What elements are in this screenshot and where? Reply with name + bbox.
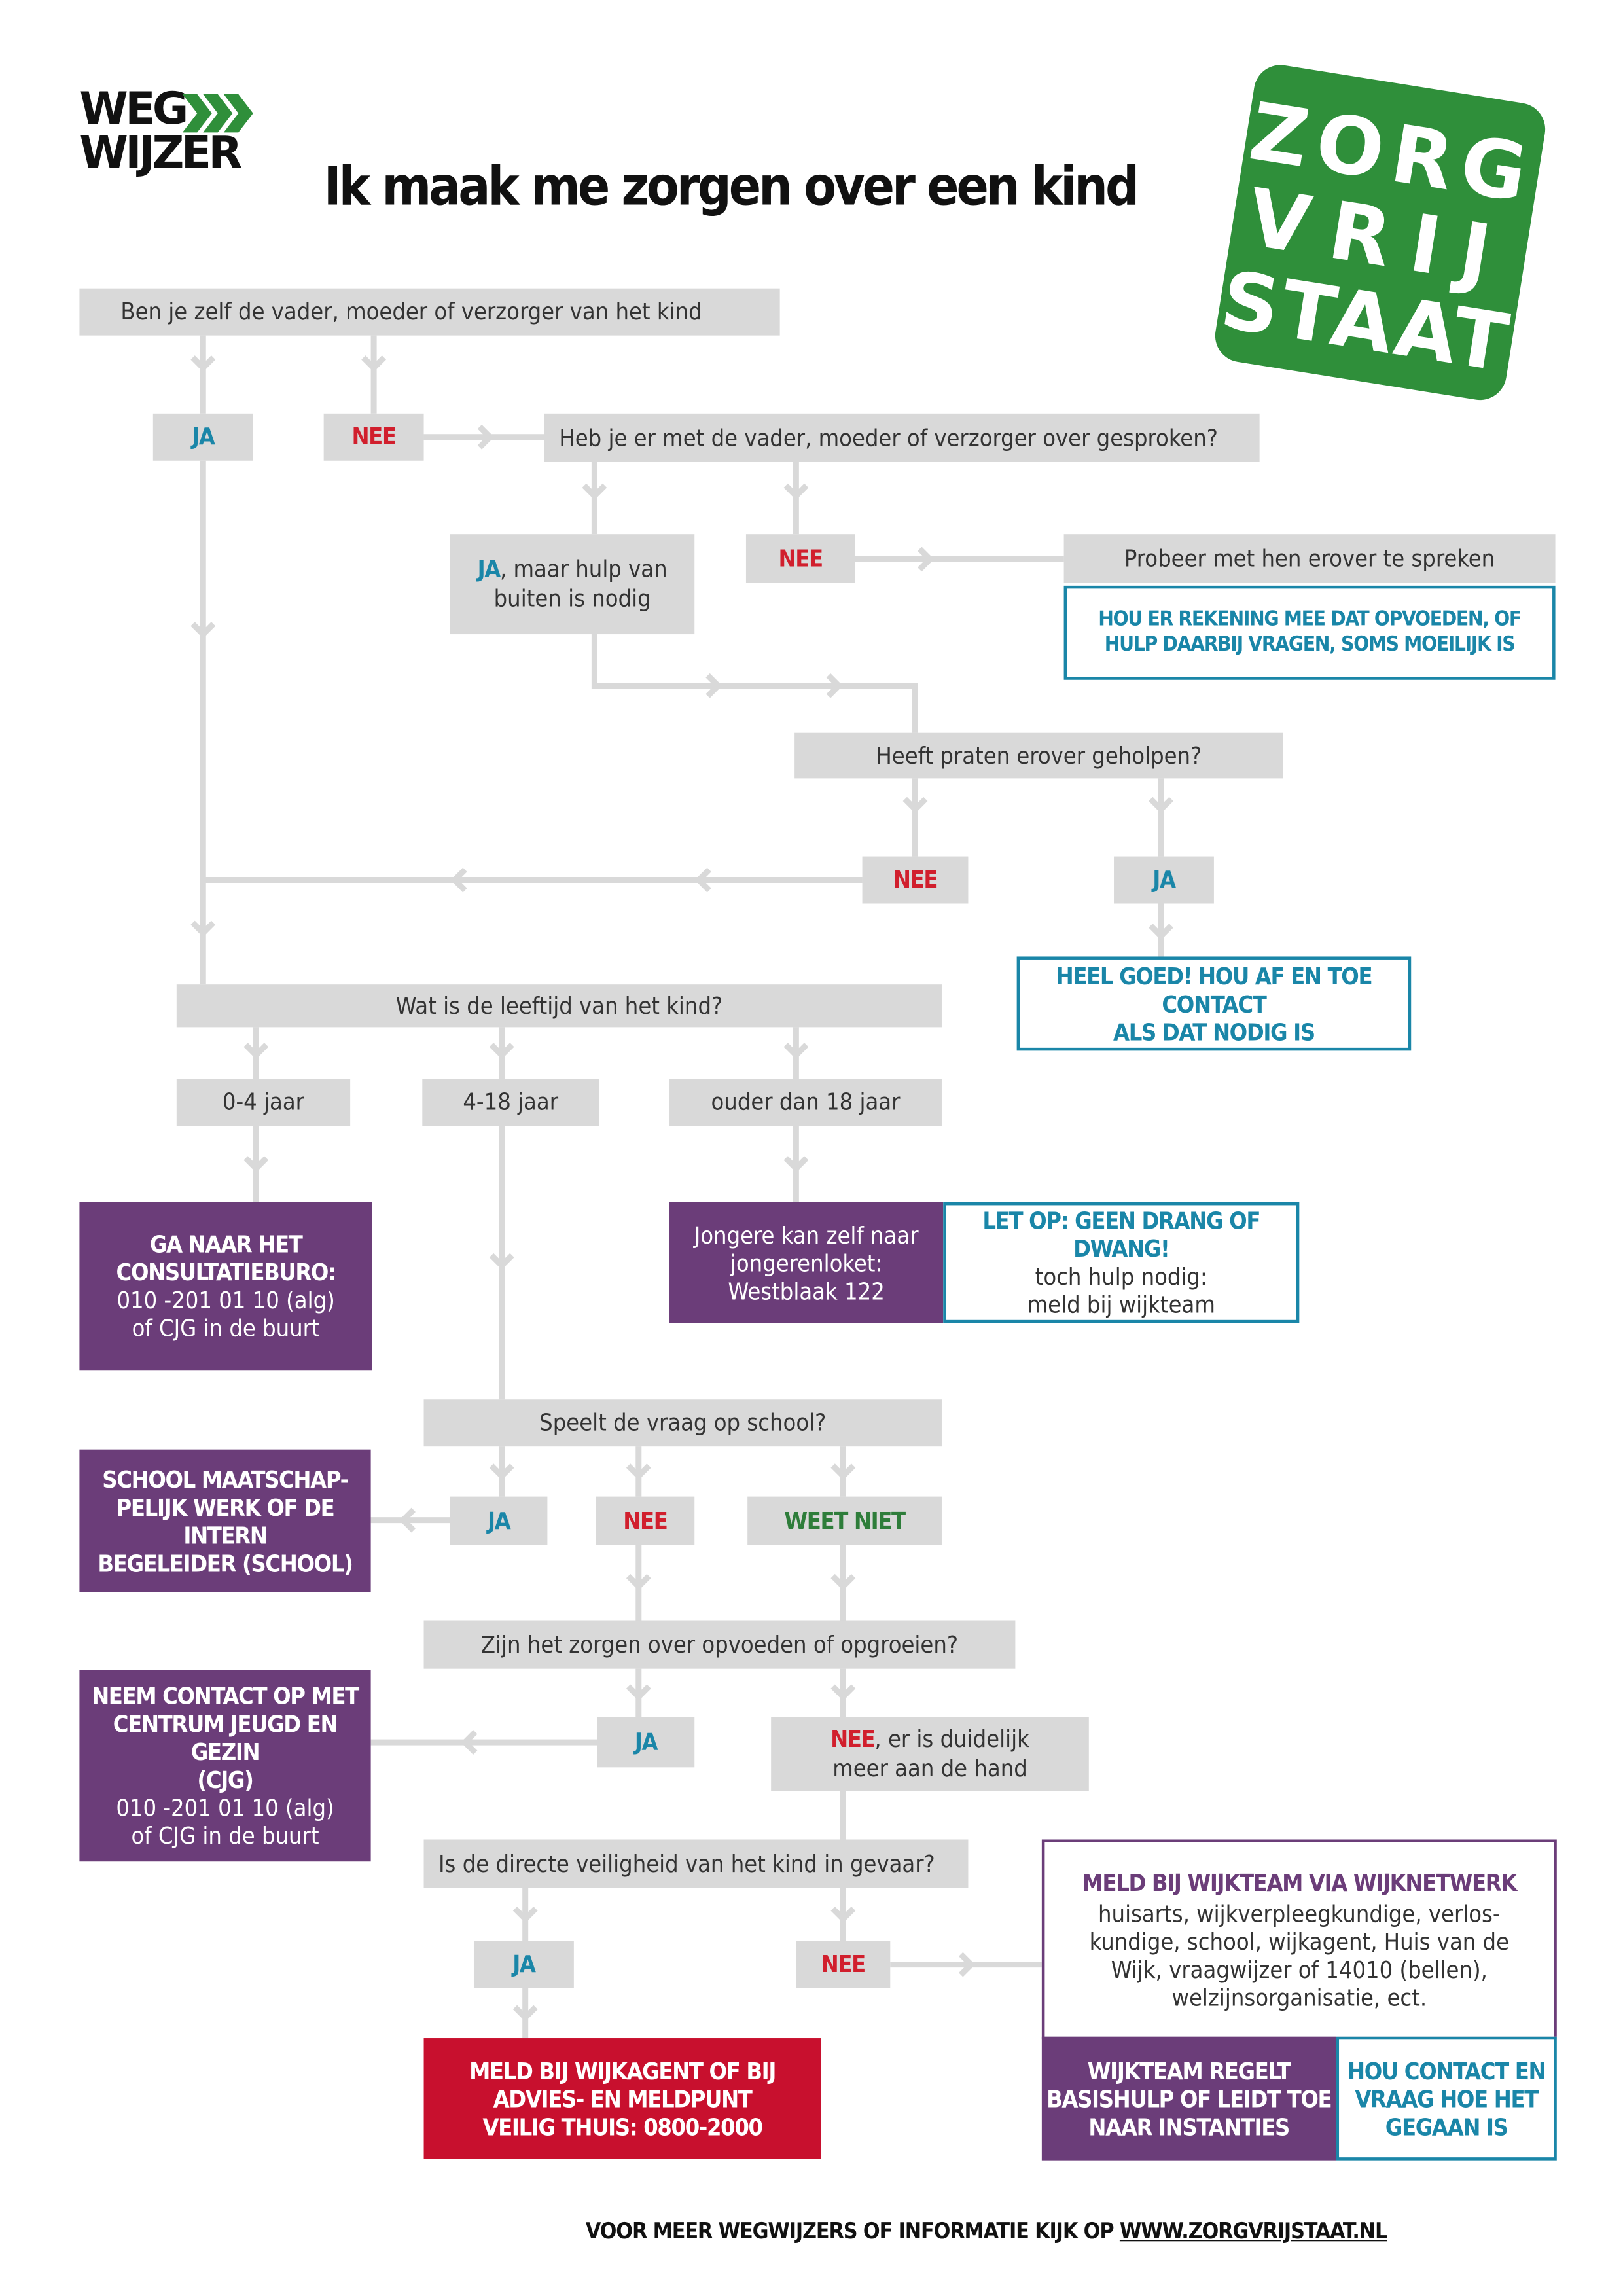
veilig-thuis-box: MELD BIJ WIJKAGENT OF BIJ ADVIES- EN MEL…: [423, 2038, 821, 2159]
wegwijzer-logo: WEG WIJZER: [79, 88, 270, 224]
jongerenloket-line-3: Westblaak 122: [728, 1276, 885, 1305]
q5-yes-label: JA: [450, 1496, 548, 1545]
wijknetwerk-line-1: huisarts, wijkverpleegkundige, verlos-: [1098, 1899, 1501, 1928]
logo-line-1: WEG: [79, 84, 188, 135]
no-pressure-line-1: toch hulp nodig:: [1035, 1263, 1207, 1291]
follow-up-line-1: HOU CONTACT EN: [1347, 2056, 1546, 2085]
footer-text: VOOR MEER WEGWIJZERS OF INFORMATIE KIJK …: [585, 2217, 1120, 2244]
follow-up-line-3: GEGAAN IS: [1385, 2112, 1508, 2141]
veilig-thuis-line-2: ADVIES- EN MELDPUNT: [493, 2084, 753, 2113]
cjg-contact-box: NEEM CONTACT OP MET CENTRUM JEUGD EN GEZ…: [79, 1670, 371, 1862]
question-age: Wat is de leeftijd van het kind?: [176, 984, 942, 1028]
q5-no-label: NEE: [596, 1496, 695, 1545]
cjg-neighbourhood: of CJG in de buurt: [131, 1821, 319, 1850]
question-spoken: Heb je er met de vader, moeder of verzor…: [544, 413, 1260, 462]
cjg-line-2: CENTRUM JEUGD EN GEZIN: [113, 1710, 338, 1767]
wijkteam-basishulp-box: WIJKTEAM REGELT BASISHULP OF LEIDT TOE N…: [1041, 2036, 1336, 2161]
difficult-note-line-1: HOU ER REKENING MEE DAT OPVOEDEN, OF: [1098, 607, 1522, 632]
consultatiebureau-cjg: of CJG in de buurt: [132, 1314, 320, 1342]
wijknetwerk-box: MELD BIJ WIJKTEAM VIA WIJKNETWERK huisar…: [1041, 1839, 1557, 2040]
difficult-note-box: HOU ER REKENING MEE DAT OPVOEDEN, OF HUL…: [1063, 585, 1556, 680]
q6-yes-label: JA: [597, 1717, 695, 1768]
wijknetwerk-title: MELD BIJ WIJKTEAM VIA WIJKNETWERK: [1082, 1868, 1518, 1897]
wijknetwerk-line-2: kundige, school, wijkagent, Huis van de: [1089, 1927, 1510, 1955]
veilig-thuis-line-1: MELD BIJ WIJKAGENT OF BIJ: [469, 2056, 776, 2085]
wijkteam-line-3: NAAR INSTANTIES: [1088, 2112, 1290, 2141]
school-line-1: SCHOOL MAATSCHAP-: [102, 1465, 349, 1494]
q6-no-text-2: meer aan de hand: [832, 1754, 1027, 1782]
wijkteam-line-1: WIJKTEAM REGELT: [1087, 2056, 1291, 2085]
q6-no-text: , er is duidelijk: [874, 1725, 1029, 1753]
q6-no-label: NEE: [830, 1725, 876, 1753]
q5-unknown-label: WEET NIET: [747, 1496, 942, 1545]
q2-yes-box: JA, maar hulp van buiten is nodig: [450, 534, 695, 635]
no-pressure-title: LET OP: GEEN DRANG OF DWANG!: [982, 1206, 1260, 1263]
keep-contact-line-2: ALS DAT NODIG IS: [1113, 1017, 1315, 1046]
consultatiebureau-phone: 010 -201 01 10 (alg): [116, 1286, 335, 1314]
wijknetwerk-line-3: Wijk, vraagwijzer of 14010 (bellen),: [1111, 1954, 1488, 1983]
question-safety: Is de directe veiligheid van het kind in…: [423, 1839, 969, 1888]
q1-no-label: NEE: [323, 413, 424, 461]
page-title: Ik maak me zorgen over een kind: [323, 157, 1139, 218]
difficult-note-line-2: HULP DAARBIJ VRAGEN, SOMS MOEILIJK IS: [1104, 632, 1516, 656]
chevrons-icon: [182, 94, 253, 133]
consultatiebureau-title-1: GA NAAR HET: [149, 1230, 303, 1259]
keep-contact-box: HEEL GOED! HOU AF EN TOE CONTACT ALS DAT…: [1016, 956, 1412, 1051]
jongerenloket-box: Jongere kan zelf naar jongerenloket: Wes…: [669, 1202, 944, 1323]
no-pressure-box: LET OP: GEEN DRANG OF DWANG! toch hulp n…: [943, 1202, 1300, 1323]
age-0-4: 0-4 jaar: [176, 1079, 351, 1126]
follow-up-line-2: VRAAG HOE HET: [1355, 2084, 1539, 2113]
q2-yes-text-2: buiten is nodig: [493, 584, 651, 613]
consultatiebureau-title-2: CONSULTATIEBURO:: [116, 1258, 336, 1287]
q3-no-label: NEE: [862, 856, 969, 904]
school-line-2: PELIJK WERK OF DE INTERN: [116, 1493, 335, 1549]
question-talking-helped: Heeft praten erover geholpen?: [794, 732, 1283, 779]
q7-yes-label: JA: [473, 1941, 574, 1988]
question-upbringing: Zijn het zorgen over opvoeden of opgroei…: [423, 1620, 1016, 1669]
logo-line-2: WIJZER: [79, 128, 242, 180]
zorgvrijstaat-stamp: ZORG VRIJ STAAT: [1215, 65, 1546, 401]
q1-yes-label: JA: [152, 413, 253, 461]
footer: VOOR MEER WEGWIJZERS OF INFORMATIE KIJK …: [586, 2214, 1410, 2249]
q7-no-label: NEE: [796, 1941, 891, 1988]
veilig-thuis-line-3: VEILIG THUIS: 0800-2000: [482, 2112, 763, 2141]
cjg-line-1: NEEM CONTACT OP MET: [92, 1681, 359, 1710]
no-pressure-line-2: meld bij wijkteam: [1027, 1290, 1215, 1319]
cjg-line-3: (CJG): [197, 1766, 254, 1794]
follow-up-box: HOU CONTACT EN VRAAG HOE HET GEGAAN IS: [1336, 2036, 1557, 2161]
footer-link[interactable]: WWW.ZORGVRIJSTAAT.NL: [1119, 2217, 1387, 2244]
question-school: Speelt de vraag op school?: [423, 1399, 942, 1447]
age-4-18: 4-18 jaar: [422, 1079, 599, 1126]
keep-contact-line-1: HEEL GOED! HOU AF EN TOE CONTACT: [1056, 961, 1373, 1018]
age-18-plus: ouder dan 18 jaar: [669, 1079, 942, 1126]
q2-yes-label: JA: [477, 554, 501, 583]
q2-yes-text: , maar hulp van: [499, 554, 668, 583]
school-social-work-box: SCHOOL MAATSCHAP- PELIJK WERK OF DE INTE…: [79, 1449, 371, 1592]
q3-yes-label: JA: [1114, 856, 1214, 904]
jongerenloket-line-1: Jongere kan zelf naar: [694, 1221, 919, 1249]
consultatiebureau-box: GA NAAR HET CONSULTATIEBURO: 010 -201 01…: [79, 1202, 372, 1371]
wijkteam-line-2: BASISHULP OF LEIDT TOE: [1046, 2084, 1332, 2113]
try-talking-box: Probeer met hen erover te spreken: [1063, 534, 1556, 583]
cjg-phone: 010 -201 01 10 (alg): [116, 1793, 334, 1822]
question-parent: Ben je zelf de vader, moeder of verzorge…: [79, 288, 780, 336]
jongerenloket-line-2: jongerenloket:: [730, 1248, 883, 1277]
q6-no-box: NEE, er is duidelijk meer aan de hand: [771, 1717, 1089, 1791]
school-line-3: BEGELEIDER (SCHOOL): [98, 1549, 353, 1577]
wijknetwerk-line-4: welzijnsorganisatie, ect.: [1171, 1982, 1427, 2011]
q2-no-label: NEE: [745, 534, 855, 583]
